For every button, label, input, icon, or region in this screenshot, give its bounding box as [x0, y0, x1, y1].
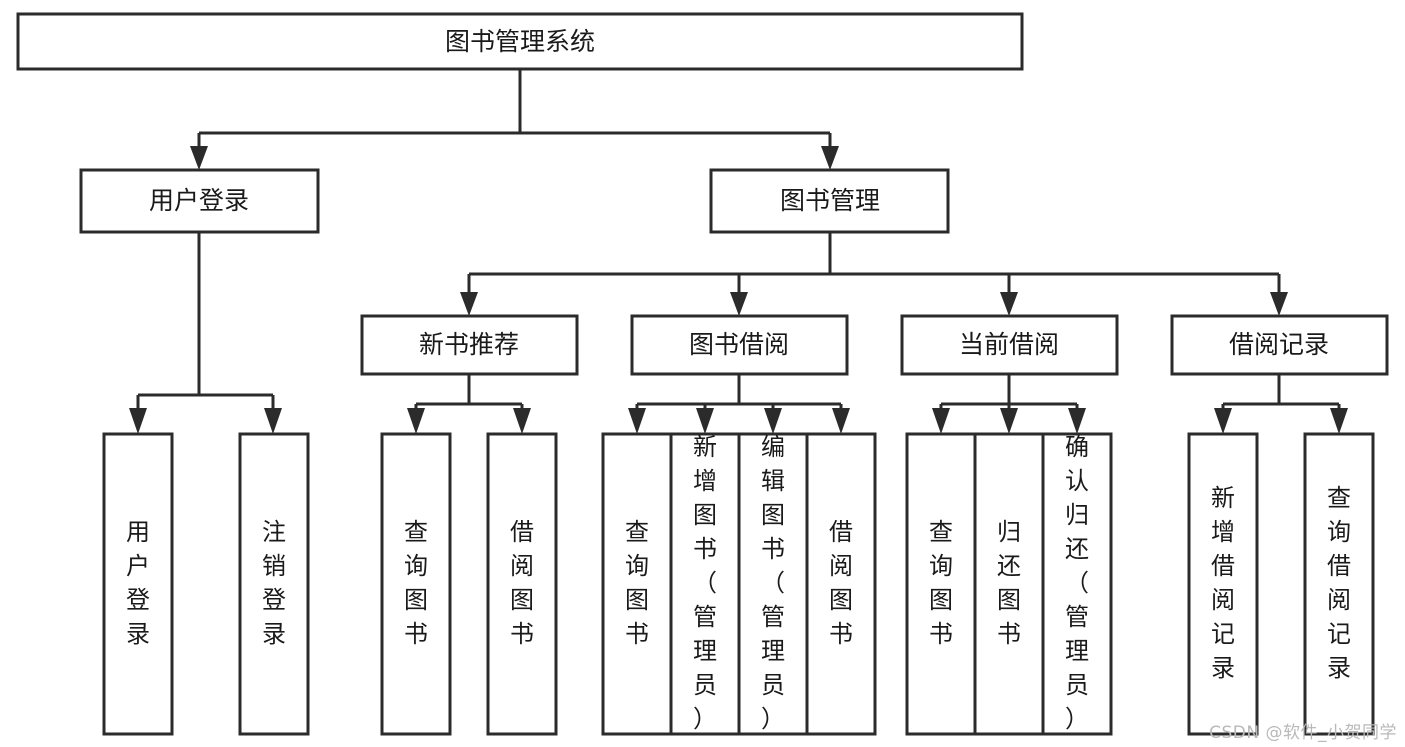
leaf-box: [601, 432, 673, 736]
edges-user-login-to-leaves: [129, 232, 282, 434]
arrow-head-leaf-user-login: [129, 408, 147, 434]
arrow-head-bb-leaf-1: [628, 408, 646, 434]
borrow-record-label: 借阅记录: [1229, 330, 1329, 359]
current-borrow-box: [900, 314, 1119, 376]
arrow-head-br-leaf-1: [1214, 408, 1232, 434]
leaf-node-bb-query-book[interactable]: 查询图书: [601, 432, 673, 736]
edges-borrow-record-to-leaves: [1214, 374, 1348, 434]
arrow-head-bb-leaf-2: [696, 408, 714, 434]
book-borrow-label: 图书借阅: [689, 330, 789, 359]
leaf-box: [1303, 432, 1375, 736]
leaf-node-br-query-record[interactable]: 查询借阅记录: [1303, 432, 1375, 736]
arrow-head-bb-leaf-4: [832, 408, 850, 434]
leaf-node-logout[interactable]: 注销登录: [238, 432, 310, 736]
arrow-head-current-borrow: [1000, 292, 1018, 316]
leaf-box: [973, 432, 1045, 736]
arrow-head-br-leaf-2: [1330, 408, 1348, 434]
user-login-box: [79, 168, 320, 234]
node-borrow-record[interactable]: 借阅记录: [1170, 314, 1389, 376]
leaf-node-bb-borrow-book[interactable]: 借阅图书: [805, 432, 877, 736]
leaf-label-bb-query-book: 查询图书: [625, 518, 649, 648]
leaf-box: [737, 432, 809, 736]
arrow-head-book-borrow: [730, 292, 748, 316]
node-new-book-recommend[interactable]: 新书推荐: [360, 314, 579, 376]
arrow-head-new-book: [460, 292, 478, 316]
arrow-head-cb-leaf-2: [1000, 408, 1018, 434]
leaf-box: [486, 432, 558, 736]
arrow-head-nb-leaf-1: [407, 408, 425, 434]
leaf-box: [1041, 432, 1113, 736]
edges-book-borrow-to-leaves: [628, 374, 850, 434]
leaf-label-user-login: 用户登录: [126, 518, 150, 648]
leaf-label-br-add-record: 新增借阅记录: [1211, 484, 1235, 682]
arrow-head-user-login: [190, 146, 208, 170]
book-management-label: 图书管理: [780, 186, 880, 215]
leaf-node-nb-borrow-book[interactable]: 借阅图书: [486, 432, 558, 736]
leaf-label-cb-return-book: 归还图书: [997, 518, 1021, 648]
arrow-head-bb-leaf-3: [764, 408, 782, 434]
new-book-recommend-label: 新书推荐: [419, 330, 519, 359]
arrow-head-leaf-logout: [264, 408, 282, 434]
edges-root-to-level2: [190, 69, 839, 170]
leaf-box: [102, 432, 174, 736]
leaf-node-user-login[interactable]: 用户登录: [102, 432, 174, 736]
arrow-head-borrow-record: [1270, 292, 1288, 316]
leaf-label-logout: 注销登录: [262, 518, 286, 648]
leaf-label-cb-query-book: 查询图书: [929, 518, 953, 648]
leaf-node-br-add-record[interactable]: 新增借阅记录: [1187, 432, 1259, 736]
leaf-box: [805, 432, 877, 736]
borrow-record-box: [1170, 314, 1389, 376]
arrow-head-cb-leaf-3: [1068, 408, 1086, 434]
leaf-box: [238, 432, 310, 736]
leaf-node-bb-add-book[interactable]: 新增图书（管理员）: [669, 432, 741, 736]
edges-current-borrow-to-leaves: [932, 374, 1086, 434]
current-borrow-label: 当前借阅: [959, 330, 1059, 359]
leaf-label-nb-borrow-book: 借阅图书: [510, 518, 534, 648]
node-book-borrow[interactable]: 图书借阅: [630, 314, 849, 376]
leaf-node-cb-query-book[interactable]: 查询图书: [905, 432, 977, 736]
edges-book-manage-to-level3: [460, 232, 1288, 316]
edges-new-book-to-leaves: [407, 374, 531, 434]
leaf-box: [1187, 432, 1259, 736]
leaf-node-bb-edit-book[interactable]: 编辑图书（管理员）: [737, 432, 809, 736]
leaf-label-cb-confirm-return: 确认归还（管理员）: [1065, 433, 1089, 733]
arrow-head-nb-leaf-2: [513, 408, 531, 434]
leaf-node-nb-query-book[interactable]: 查询图书: [380, 432, 452, 736]
book-borrow-box: [630, 314, 849, 376]
root-label: 图书管理系统: [445, 27, 595, 56]
user-login-label: 用户登录: [149, 186, 249, 215]
leaf-label-bb-edit-book: 编辑图书（管理员）: [761, 433, 785, 733]
new-book-recommend-box: [360, 314, 579, 376]
leaf-label-bb-borrow-book: 借阅图书: [829, 518, 853, 648]
root-box: [16, 12, 1024, 71]
leaf-node-cb-return-book[interactable]: 归还图书: [973, 432, 1045, 736]
leaf-label-bb-add-book: 新增图书（管理员）: [693, 433, 717, 733]
node-current-borrow[interactable]: 当前借阅: [900, 314, 1119, 376]
node-user-login[interactable]: 用户登录: [79, 168, 320, 234]
leaf-node-cb-confirm-return[interactable]: 确认归还（管理员）: [1041, 432, 1113, 736]
arrow-head-cb-leaf-1: [932, 408, 950, 434]
leaf-label-nb-query-book: 查询图书: [404, 518, 428, 648]
leaf-label-br-query-record: 查询借阅记录: [1327, 484, 1351, 682]
arrow-head-book-manage: [821, 146, 839, 170]
book-management-box: [709, 168, 950, 234]
leaf-box: [905, 432, 977, 736]
node-book-management[interactable]: 图书管理: [709, 168, 950, 234]
node-root-book-management-system[interactable]: 图书管理系统: [16, 12, 1024, 71]
leaf-box: [380, 432, 452, 736]
